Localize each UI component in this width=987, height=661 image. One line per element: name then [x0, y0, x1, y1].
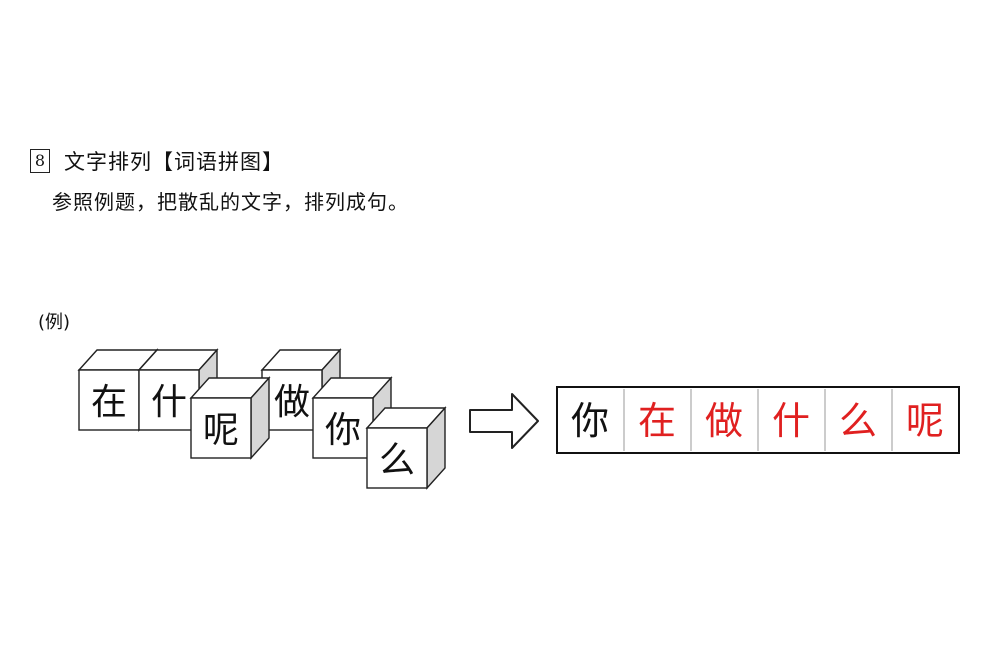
- answer-char: 么: [839, 399, 877, 443]
- answer-char: 什: [772, 399, 810, 443]
- cube: 么: [365, 406, 447, 490]
- question-instruction: 参照例题，把散乱的文字，排列成句。: [52, 190, 409, 214]
- cube: 呢: [189, 376, 271, 460]
- right-arrow-icon: [469, 393, 539, 449]
- cube-char: 么: [379, 440, 415, 481]
- cube-char: 呢: [203, 410, 239, 451]
- answer-char: 在: [638, 399, 676, 443]
- example-label: (例): [38, 312, 71, 333]
- answer-char: 做: [705, 399, 743, 443]
- cube-char: 什: [151, 382, 187, 423]
- cube-char: 你: [325, 410, 361, 451]
- question-header: 8 文字排列【词语拼图】: [30, 146, 284, 176]
- answer-char: 呢: [906, 399, 944, 443]
- question-title: 文字排列【词语拼图】: [64, 150, 284, 174]
- cube-char: 做: [274, 382, 310, 423]
- question-number-box: 8: [30, 149, 50, 173]
- answer-char: 你: [571, 399, 609, 443]
- cube-char: 在: [91, 382, 127, 423]
- answer-box: 你 在 做 什 么 呢: [556, 386, 960, 454]
